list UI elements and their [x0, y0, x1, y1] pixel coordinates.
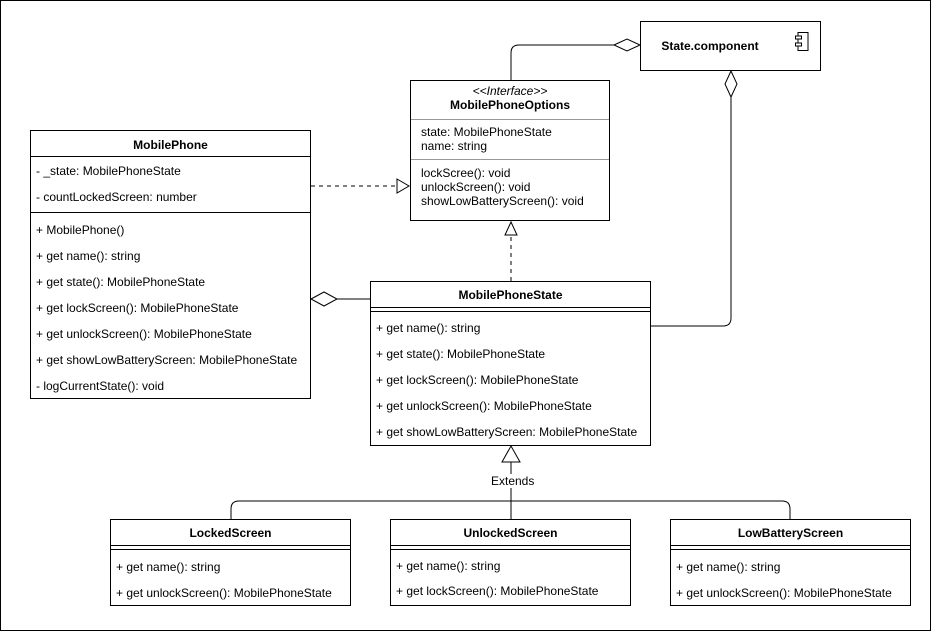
- class-divider: [111, 545, 350, 546]
- class-divider: [111, 549, 350, 550]
- class-operation: - logCurrentState(): void: [36, 379, 165, 393]
- class-operation: + get unlockScreen(): MobilePhoneState: [116, 586, 332, 600]
- class-operation: + MobilePhone(): [36, 223, 125, 237]
- generalization-arrowhead: [501, 444, 521, 463]
- mobilephonestate-class[interactable]: MobilePhoneState + get name(): string + …: [370, 281, 651, 446]
- class-operation: + get lockScreen(): MobilePhoneState: [36, 301, 239, 315]
- class-operation: + get unlockScreen(): MobilePhoneState: [676, 586, 892, 600]
- generalization-branch-locked: [230, 500, 511, 520]
- class-operation: + get showLowBatteryScreen: MobilePhoneS…: [376, 425, 638, 439]
- class-operation: + get unlockScreen(): MobilePhoneState: [36, 327, 252, 341]
- mobilephone-class[interactable]: MobilePhone - _state: MobilePhoneState -…: [30, 130, 311, 399]
- interface-operation: showLowBatteryScreen(): void: [421, 194, 584, 208]
- interface-divider-1: [411, 119, 609, 120]
- interface-operation: lockScree(): void: [421, 166, 511, 180]
- aggregation-diamond-component-state: [724, 69, 738, 99]
- lockedscreen-class[interactable]: LockedScreen + get name(): string + get …: [110, 519, 351, 606]
- interface-stereotype: <<Interface>>: [472, 84, 548, 98]
- class-divider: [371, 307, 650, 308]
- class-operation: + get name(): string: [36, 249, 141, 263]
- unlockedscreen-class[interactable]: UnlockedScreen + get name(): string + ge…: [390, 519, 631, 606]
- mobilephonestate-class-name: MobilePhoneState: [458, 288, 563, 302]
- mobilephoneoptions-interface[interactable]: <<Interface>> MobilePhoneOptions state: …: [410, 80, 610, 221]
- class-divider: [671, 545, 910, 546]
- unlockedscreen-class-name: UnlockedScreen: [463, 526, 558, 540]
- class-operation: + get showLowBatteryScreen: MobilePhoneS…: [36, 353, 298, 367]
- realization-arrowhead-mobilephone: [396, 178, 410, 194]
- state-component-box[interactable]: State.component: [640, 21, 821, 71]
- class-divider: [391, 549, 630, 550]
- class-attribute: - countLockedScreen: number: [36, 190, 197, 204]
- mobilephone-class-name: MobilePhone: [133, 138, 208, 152]
- class-attribute: - _state: MobilePhoneState: [36, 164, 181, 178]
- class-operation: + get state(): MobilePhoneState: [36, 275, 206, 289]
- class-operation: + get unlockScreen(): MobilePhoneState: [376, 399, 592, 413]
- extends-label: Extends: [488, 474, 538, 488]
- class-divider: [371, 311, 650, 312]
- interface-divider-2: [411, 159, 609, 160]
- interface-operation: unlockScreen(): void: [421, 180, 531, 194]
- state-component-name: State.component: [661, 39, 759, 53]
- lowbatteryscreen-class[interactable]: LowBatteryScreen + get name(): string + …: [670, 519, 911, 606]
- component-icon: [795, 32, 809, 51]
- aggregation-edge-component-state: [651, 97, 732, 327]
- class-operation: + get name(): string: [376, 321, 481, 335]
- realization-arrowhead-mobilephonestate: [504, 220, 518, 236]
- class-divider: [391, 545, 630, 546]
- class-operation: + get lockScreen(): MobilePhoneState: [376, 373, 579, 387]
- aggregation-edge-interface-component: [510, 44, 614, 80]
- interface-attribute: state: MobilePhoneState: [421, 125, 552, 139]
- generalization-branch-lowbattery: [511, 500, 791, 520]
- lowbatteryscreen-class-name: LowBatteryScreen: [737, 526, 844, 540]
- aggregation-diamond-interface-component: [612, 38, 642, 52]
- class-divider: [31, 212, 310, 213]
- class-operation: + get name(): string: [396, 559, 501, 573]
- aggregation-diamond-phone-state: [309, 291, 339, 307]
- lockedscreen-class-name: LockedScreen: [189, 526, 272, 540]
- interface-attribute: name: string: [421, 139, 488, 153]
- interface-name: MobilePhoneOptions: [450, 98, 570, 112]
- class-divider: [671, 549, 910, 550]
- class-operation: + get name(): string: [116, 560, 221, 574]
- class-operation: + get state(): MobilePhoneState: [376, 347, 546, 361]
- class-operation: + get name(): string: [676, 560, 781, 574]
- class-divider: [31, 156, 310, 157]
- class-operation: + get lockScreen(): MobilePhoneState: [396, 584, 599, 598]
